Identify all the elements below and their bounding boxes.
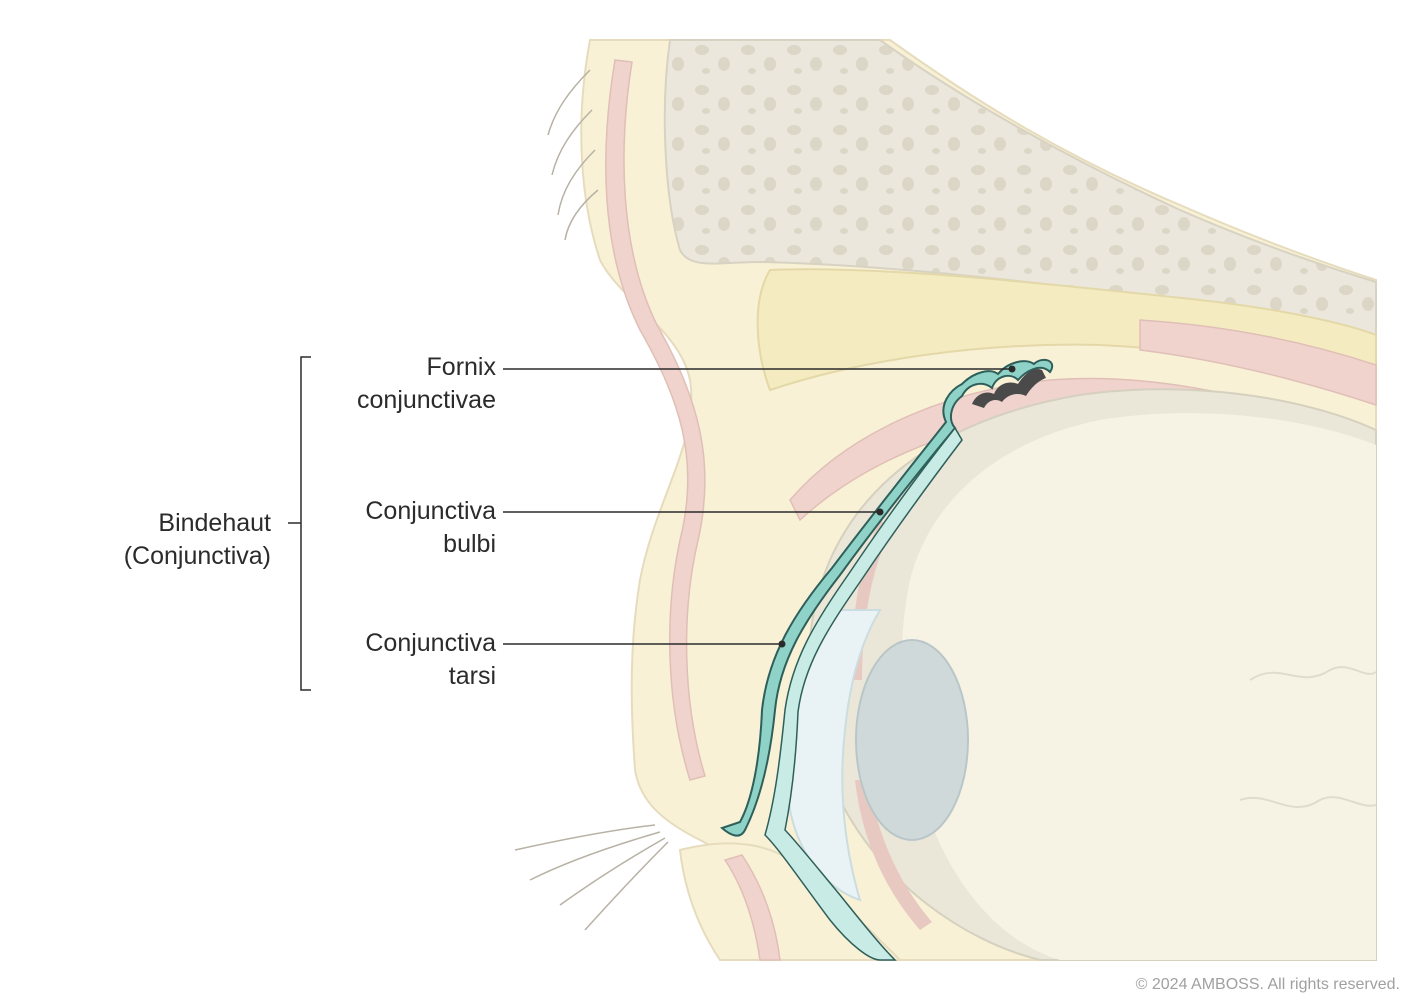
- conjunctiva-tarsi-path: [720, 358, 1053, 837]
- label-fornix-conjunctivae: Fornix conjunctivae: [357, 351, 496, 417]
- label-tarsi-line1: Conjunctiva: [365, 629, 496, 657]
- bulbi-pointer-dot: [876, 508, 884, 516]
- eyelashes-upper: [547, 69, 599, 241]
- ciliary-body-lower: [855, 780, 932, 930]
- levator-muscle: [1139, 319, 1377, 407]
- label-tarsi-line2: tarsi: [448, 662, 496, 690]
- label-conjunctiva-bulbi: Conjunctiva bulbi: [365, 495, 496, 561]
- eyelashes-lower: [514, 824, 669, 931]
- label-fornix-line2: conjunctivae: [357, 386, 496, 414]
- label-fornix-line1: Fornix: [426, 353, 496, 381]
- label-group-line1: Bindehaut: [158, 509, 271, 537]
- vitreous-body: [901, 413, 1376, 960]
- conjunctiva-bulbi-path: [764, 426, 963, 961]
- lens: [855, 639, 969, 841]
- globe-vessel: [1249, 666, 1377, 681]
- label-bindehaut-group: Bindehaut (Conjunctiva): [124, 507, 271, 573]
- label-conjunctiva-tarsi: Conjunctiva tarsi: [365, 627, 496, 693]
- tarsi-pointer-dot: [778, 640, 786, 648]
- label-bulbi-line2: bulbi: [443, 530, 496, 558]
- group-bracket: [300, 356, 311, 691]
- lower-lid-muscle: [723, 854, 781, 961]
- label-group-line2: (Conjunctiva): [123, 542, 271, 570]
- copyright-notice: © 2024 AMBOSS. All rights reserved.: [1135, 976, 1400, 993]
- label-bulbi-line1: Conjunctiva: [365, 497, 496, 525]
- fornix-dark-space: [972, 368, 1046, 408]
- orbicularis-muscle: [605, 59, 706, 781]
- globe-vessel: [1239, 796, 1377, 809]
- fornix-pointer-dot: [1008, 365, 1016, 373]
